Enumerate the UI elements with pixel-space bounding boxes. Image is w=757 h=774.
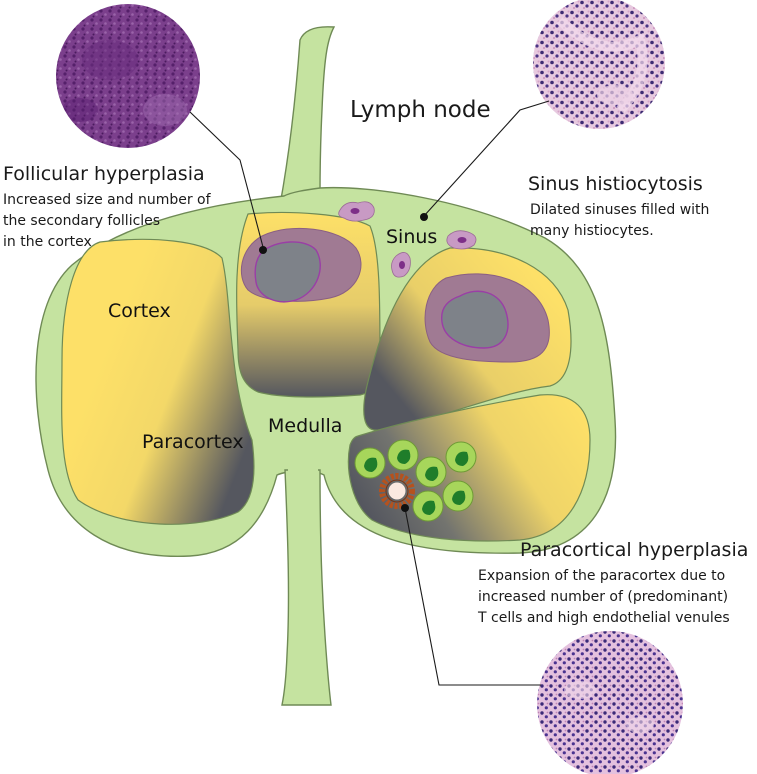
annotation-paracortical-line: Expansion of the paracortex due to — [478, 568, 725, 584]
leader-sinus — [423, 100, 550, 217]
histiocyte-cell — [446, 230, 477, 250]
histiocytes — [338, 201, 477, 278]
t-cell — [412, 490, 444, 522]
follicle-lobe-right — [363, 247, 572, 431]
pointer-dot-sinus — [420, 213, 428, 221]
germinal-center-right — [441, 290, 509, 349]
histiocyte-cell — [338, 201, 375, 222]
leader-follicular — [189, 111, 264, 248]
annotation-paracortical-title: Paracortical hyperplasia — [520, 539, 748, 561]
t-cell — [442, 480, 474, 512]
cortex-lobe-left — [61, 238, 255, 525]
annotation-sinus-line: Dilated sinuses filled with — [530, 202, 709, 218]
annotation-follicular-line: Increased size and number of — [3, 192, 212, 208]
annotation-sinus-line: many histiocytes. — [530, 223, 654, 239]
label-medulla: Medulla — [268, 415, 342, 437]
histiocyte-cell — [391, 252, 411, 278]
histology-follicular — [56, 4, 200, 148]
t-cell — [387, 439, 419, 471]
afferent-vessel-bottom — [281, 469, 332, 706]
annotation-follicular: Follicular hyperplasia Increased size an… — [3, 163, 212, 250]
t-cell — [445, 441, 477, 473]
label-sinus: Sinus — [386, 226, 437, 248]
pointer-dot-follicular — [259, 246, 267, 254]
diagram-title: Lymph node — [350, 97, 491, 123]
label-paracortex: Paracortex — [142, 431, 244, 453]
high-endothelial-venule — [379, 473, 415, 509]
annotation-paracortical-line: T cells and high endothelial venules — [477, 610, 730, 626]
efferent-vessel-top — [279, 26, 336, 206]
t-cell — [354, 447, 386, 479]
annotation-sinus: Sinus histiocytosis Dilated sinuses fill… — [528, 173, 709, 239]
annotation-sinus-title: Sinus histiocytosis — [528, 173, 703, 195]
leader-paracortical — [404, 507, 541, 686]
annotation-follicular-line: in the cortex — [3, 234, 92, 250]
t-cell — [415, 456, 447, 488]
leader-lines — [189, 100, 550, 686]
histology-paracortical — [537, 631, 683, 774]
annotation-follicular-line: the secondary follicles — [3, 213, 160, 229]
label-cortex: Cortex — [108, 300, 171, 322]
annotation-follicular-title: Follicular hyperplasia — [3, 163, 205, 185]
t-cells — [354, 439, 477, 522]
histology-sinus — [533, 0, 665, 129]
pointer-dot-paracortical — [401, 504, 409, 512]
germinal-center-top — [254, 241, 321, 303]
annotation-paracortical: Paracortical hyperplasia Expansion of th… — [477, 539, 748, 626]
annotation-paracortical-line: increased number of (predominant) — [478, 589, 728, 605]
follicle-lobe-top — [235, 211, 381, 398]
